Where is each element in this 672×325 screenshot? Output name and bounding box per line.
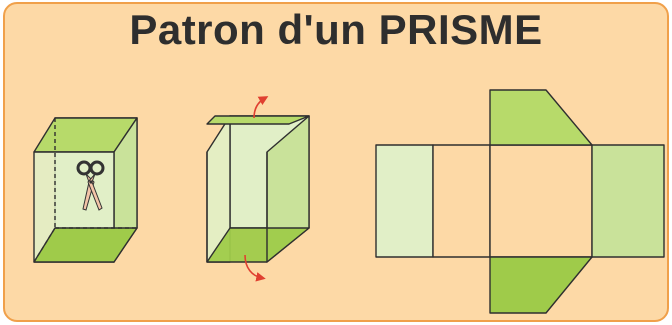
net-bottom-face	[489, 256, 593, 314]
net-left-face	[375, 144, 434, 258]
net-right-face	[591, 144, 665, 258]
unfold-bottom-face	[206, 227, 310, 263]
net-center-left-face	[432, 144, 491, 258]
unfold-open-top	[206, 115, 310, 125]
closed-prism	[33, 117, 138, 263]
prism-net	[375, 89, 665, 314]
curved-arrow-icon	[253, 96, 269, 119]
curved-arrow-icon-bottom	[244, 254, 266, 282]
prism-bottom-face	[33, 227, 138, 263]
net-top-face	[489, 89, 593, 146]
page-title: Patron d'un PRISME	[129, 6, 543, 53]
scissors-icon	[76, 160, 105, 211]
unfolding-prism	[206, 115, 310, 263]
net-center-face	[489, 144, 593, 258]
